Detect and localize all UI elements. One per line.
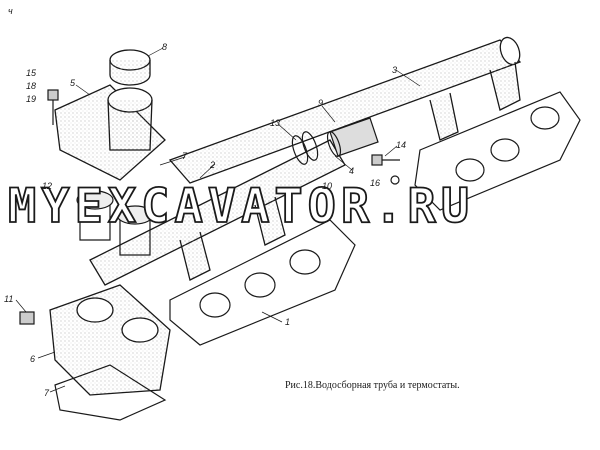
upper-manifold-gasket (414, 91, 581, 211)
bolt-14 (371, 154, 400, 185)
callout-10: 10 (322, 181, 332, 191)
callout-7-upper: 7 (182, 151, 188, 161)
lower-water-pipe (89, 139, 346, 286)
callout-9: 9 (318, 98, 323, 108)
leader-lines (15, 47, 421, 393)
filler-cap (109, 49, 151, 86)
figure-caption: Рис.18.Водосборная труба и термостаты. (285, 380, 460, 391)
drain-plug (19, 311, 35, 325)
thermostat-housing (49, 284, 171, 396)
thermostat-left (76, 190, 114, 241)
housing-gasket (54, 364, 167, 421)
callout-3: 3 (392, 65, 397, 75)
callout-5: 5 (70, 78, 76, 88)
callout-19: 19 (26, 94, 36, 104)
callout-16: 16 (370, 178, 380, 188)
callout-8: 8 (162, 42, 167, 52)
callout-12: 12 (42, 181, 52, 191)
thermostat-cover (54, 84, 166, 181)
callout-1: 1 (285, 317, 290, 327)
watermark: MYEXCAVATOR.RU (8, 179, 474, 234)
corner-mark: ч (8, 6, 13, 16)
hose-clamp-13 (291, 131, 319, 165)
upper-water-pipe (168, 36, 522, 184)
callout-11: 11 (4, 294, 13, 304)
callout-18: 18 (26, 81, 36, 91)
callout-13: 13 (270, 118, 280, 128)
hose-coupling-9 (326, 117, 379, 157)
callout-6: 6 (30, 354, 35, 364)
lower-manifold-gasket (169, 219, 356, 346)
callout-15: 15 (26, 68, 37, 78)
callout-14: 14 (396, 140, 406, 150)
thermostat-right (116, 205, 154, 256)
callout-2: 2 (209, 160, 215, 170)
callout-7-lower: 7 (44, 388, 50, 398)
callout-4: 4 (349, 166, 354, 176)
bolt-15 (47, 89, 59, 125)
